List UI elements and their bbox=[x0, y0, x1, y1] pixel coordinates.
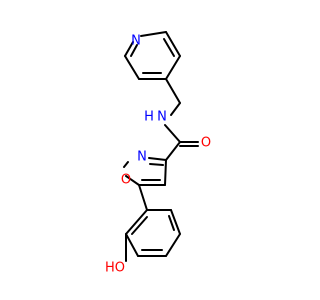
pyridine-ring bbox=[124, 31, 181, 80]
carbonyl-oxygen-label: O bbox=[201, 136, 211, 151]
aryl-linker-bond bbox=[138, 184, 148, 211]
isoxazole-nitrogen-label: N bbox=[137, 150, 147, 165]
molecule-structure-diagram: N N H O N O HO bbox=[105, 31, 211, 276]
amide-hydrogen-label: H bbox=[144, 110, 154, 125]
isoxazole-oxygen-label: O bbox=[121, 173, 131, 188]
atom-n-pyridine: N bbox=[131, 34, 141, 49]
atom-n-amide: N H bbox=[144, 110, 167, 125]
amide-nitrogen-label: N bbox=[157, 110, 167, 125]
atom-o-carbonyl: O bbox=[201, 136, 211, 151]
phenol-ring bbox=[125, 209, 181, 257]
atom-n-isoxazole: N bbox=[137, 150, 147, 165]
atom-o-isoxazole: O bbox=[121, 173, 131, 188]
isoxazole-ring bbox=[123, 157, 167, 186]
pyridine-nitrogen-label: N bbox=[131, 34, 141, 49]
amide-group bbox=[164, 124, 199, 161]
hydroxyl-label: HO bbox=[105, 261, 125, 276]
atom-o-hydroxyl: HO bbox=[105, 261, 125, 276]
methylene-linker bbox=[165, 78, 181, 116]
